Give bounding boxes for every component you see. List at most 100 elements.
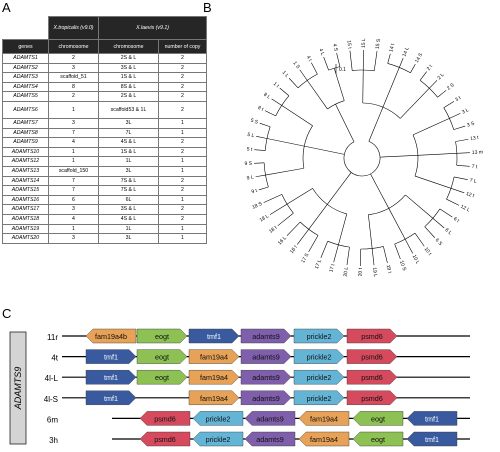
tree-branch	[320, 241, 328, 258]
tree-branch	[336, 52, 341, 67]
tree-branch	[277, 212, 294, 226]
cell-copy: 2	[158, 137, 207, 148]
tree-tip-label: 20 t	[358, 267, 364, 276]
cell-copy: 2	[158, 175, 207, 187]
gene-arrow-psmd6	[139, 411, 191, 426]
tree-branch	[432, 218, 445, 229]
tree-branch	[297, 229, 309, 245]
cell-chrom-trop: 1	[48, 156, 99, 167]
cell-chrom-laev: 3S & L	[98, 62, 159, 74]
tree-tip-label: 5 L	[247, 132, 255, 139]
cell-copy: 1	[158, 165, 207, 177]
tree-branch	[327, 172, 352, 205]
header-genes: genes	[2, 39, 49, 54]
gene-label: prickle2	[307, 332, 332, 341]
gene-arrow-adamts9	[244, 431, 296, 447]
tree-tip-label: 10 S	[398, 260, 407, 272]
tree-branch	[264, 110, 276, 117]
cell-copy: 2	[158, 100, 207, 119]
cell-chrom-laev: 7L	[98, 127, 159, 139]
gene-arrow-prickle2	[293, 328, 345, 344]
tree-branch	[399, 58, 404, 68]
cell-chrom-trop: 4	[48, 213, 99, 225]
tree-branch	[338, 213, 348, 245]
tree-tip-label: 20 L	[343, 266, 350, 277]
tree-tip-label: 4 L	[317, 48, 325, 57]
cell-copy: 2	[158, 81, 207, 93]
tree-tip-label: 2 L	[436, 72, 445, 81]
tree-tip-label: 18 L	[259, 213, 271, 223]
gene-arrow-adamts9	[244, 411, 296, 426]
tree-branch	[450, 188, 465, 194]
cell-chrom-trop: 1	[48, 223, 99, 235]
tree-tip-label: 15 S	[375, 38, 382, 50]
cell-copy: 2	[158, 91, 207, 102]
tree-tip-label: 7 L	[469, 178, 477, 185]
gene-arrow-tmf1	[406, 431, 458, 447]
cell-chrom-laev: 1L	[98, 156, 159, 167]
cell-chrom-trop: 2	[48, 91, 99, 102]
tree-branch	[382, 67, 400, 108]
gene-arrow-eogt	[136, 370, 188, 385]
tree-branch	[266, 138, 305, 147]
tree-branch	[269, 203, 288, 215]
gene-label: eogt	[155, 373, 169, 382]
gene-label: psmd6	[361, 332, 383, 341]
tree-branch	[263, 194, 282, 203]
tree-branch	[333, 244, 339, 263]
tree-tip-label: 4 t	[305, 55, 313, 63]
tree-tip-label: 18 S	[251, 201, 263, 211]
cell-chrom-trop: 3	[48, 204, 99, 215]
tree-tip-label: 10 t	[423, 246, 433, 257]
gene-arrow-psmd6	[346, 390, 398, 405]
gene-arrow-eogt	[136, 328, 188, 344]
gene-label: tmf1	[207, 332, 221, 341]
tree-branch	[281, 105, 313, 126]
cell-chrom-trop: 7	[48, 127, 99, 139]
tree-tip-label: 8 t	[257, 105, 265, 113]
cell-copy: 2	[158, 62, 207, 74]
cell-chrom-laev: 7S & L	[98, 175, 159, 187]
tree-branch	[279, 87, 290, 97]
gene-arrow-fam19a4	[298, 411, 350, 426]
adamts-chromosome-table: X.tropicalis (v9.0) X.laevis (v9.1) gene…	[2, 16, 207, 244]
cell-chrom-laev: 2S & L	[98, 91, 159, 102]
tree-branch	[417, 153, 457, 156]
panel-label-a: A	[2, 0, 11, 15]
tree-branch	[343, 141, 381, 177]
tree-branch	[424, 226, 436, 238]
gene-arrow-prickle2	[293, 349, 345, 364]
gene-arrow-eogt	[352, 411, 404, 426]
cell-gene: ADAMTS19	[2, 223, 49, 235]
scale-bar-label: 0.1	[339, 67, 346, 73]
cell-chrom-laev: 2S & L	[98, 53, 159, 64]
tree-branch	[311, 62, 318, 75]
gene-label: prickle2	[307, 353, 332, 362]
tree-tip-label: 3 t	[454, 95, 462, 103]
tree-branch	[446, 198, 460, 206]
cell-chrom-trop: 1	[48, 146, 99, 158]
gene-arrow-eogt	[136, 349, 188, 364]
tree-branch	[419, 71, 427, 81]
cell-gene: ADAMTS10	[2, 146, 49, 158]
header-x-laevis: X.laevis (v9.1)	[98, 16, 207, 40]
tree-branch	[308, 235, 319, 253]
tree-branch	[368, 107, 384, 142]
cell-gene: ADAMTS2	[2, 62, 49, 74]
cell-chrom-laev: 1S & L	[98, 72, 159, 83]
tree-tip-label: 14 S	[414, 52, 425, 64]
tree-branch	[412, 118, 450, 136]
tree-tip-label: 17 L	[314, 258, 323, 269]
tree-tip-label: 10 L	[411, 254, 421, 266]
tree-tip-label: 2 t	[426, 63, 435, 72]
tree-branch	[286, 188, 313, 205]
cell-chrom-trop: 3	[48, 62, 99, 74]
